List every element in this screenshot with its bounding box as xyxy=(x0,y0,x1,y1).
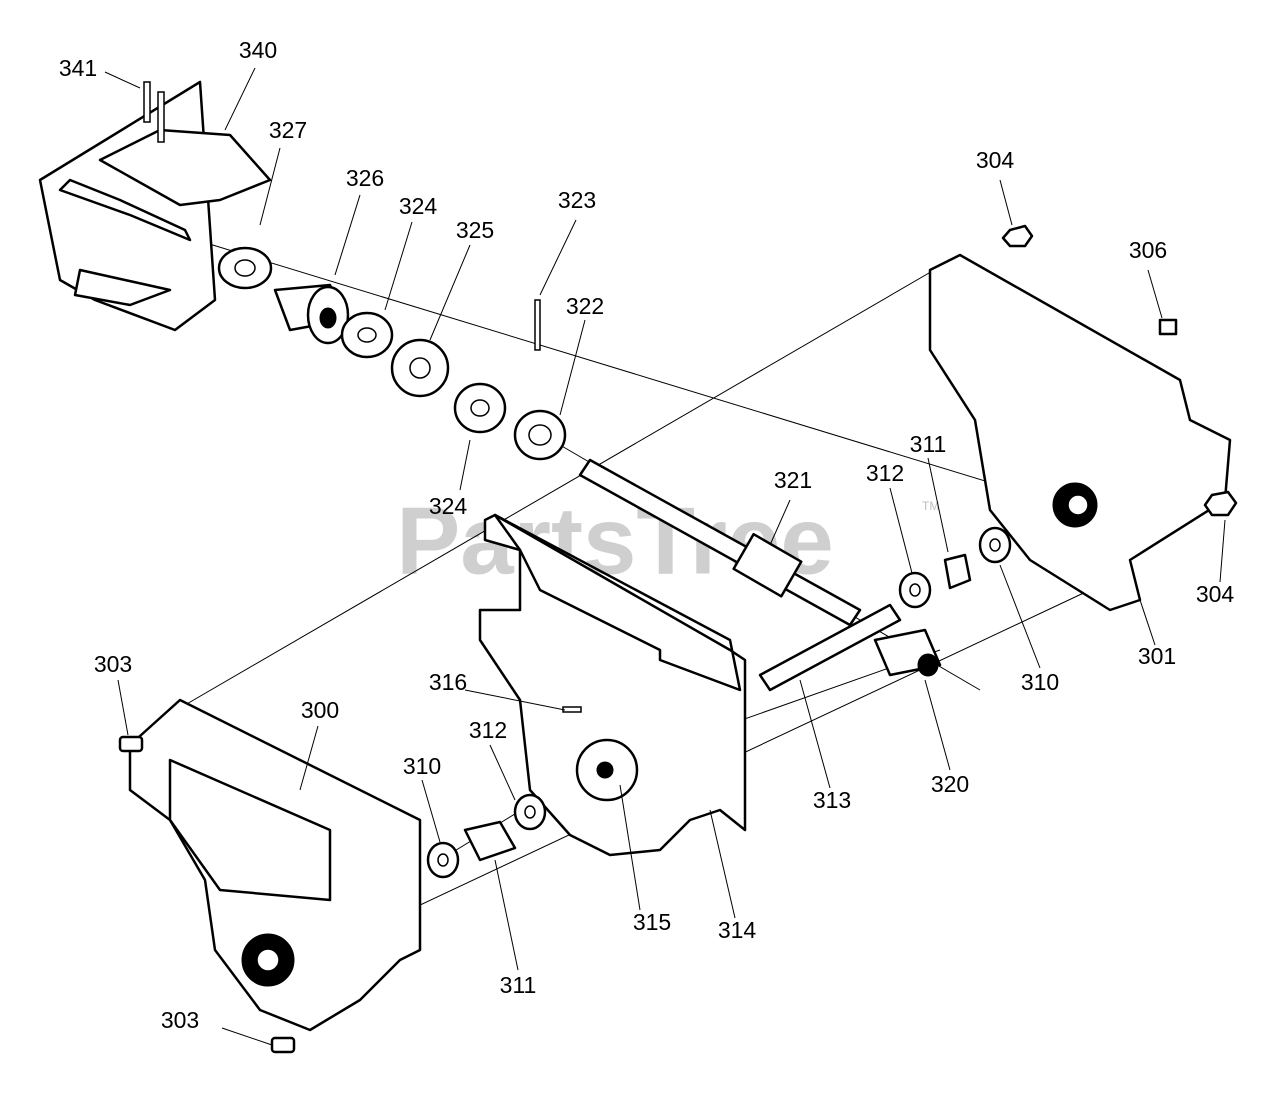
label-313: 313 xyxy=(813,787,851,813)
label-303-top: 303 xyxy=(94,651,132,677)
part-303-bolt-bottom[interactable] xyxy=(270,1036,296,1054)
part-310-washer-right[interactable] xyxy=(978,526,1012,564)
part-313-rod[interactable] xyxy=(758,603,902,692)
label-311-right: 311 xyxy=(910,431,947,457)
label-321: 321 xyxy=(774,467,812,493)
label-324-upper: 324 xyxy=(399,193,438,219)
part-303-bolt-top[interactable] xyxy=(118,735,144,753)
part-340-chute-bracket[interactable] xyxy=(38,80,272,332)
part-316-key[interactable] xyxy=(562,706,582,713)
part-326-bushing[interactable] xyxy=(273,283,350,345)
part-324-washer-upper[interactable] xyxy=(340,311,394,359)
part-327-washer[interactable] xyxy=(217,246,273,290)
watermark-trademark: TM xyxy=(922,499,939,513)
label-315: 315 xyxy=(633,909,671,935)
part-311-bushing-right[interactable] xyxy=(943,553,972,590)
label-300: 300 xyxy=(301,697,339,723)
part-325-bearing[interactable] xyxy=(390,338,450,398)
label-303-bottom: 303 xyxy=(161,1007,199,1033)
part-304-nut-top[interactable] xyxy=(1001,224,1034,248)
label-306: 306 xyxy=(1129,237,1167,263)
label-324-lower: 324 xyxy=(429,493,468,519)
label-304-top: 304 xyxy=(976,147,1015,173)
label-304-right: 304 xyxy=(1196,581,1235,607)
label-311-left: 311 xyxy=(500,972,537,998)
label-310-left: 310 xyxy=(403,753,441,779)
part-301-right-housing[interactable] xyxy=(928,253,1232,612)
leader-lines xyxy=(104,67,1226,1046)
part-321-shaft-spring[interactable] xyxy=(578,458,862,627)
callout-labels: 341 340 327 326 324 325 323 322 324 304 … xyxy=(59,37,1235,1033)
part-311-bushing-left[interactable] xyxy=(463,820,517,862)
label-325: 325 xyxy=(456,217,494,243)
label-327: 327 xyxy=(269,117,307,143)
label-326: 326 xyxy=(346,165,384,191)
label-314: 314 xyxy=(718,917,757,943)
part-310-washer-left[interactable] xyxy=(426,841,460,879)
part-320-bushing[interactable] xyxy=(873,628,942,677)
part-322-collar[interactable] xyxy=(513,409,567,461)
part-304-nut-right[interactable] xyxy=(1203,490,1238,517)
part-300-left-housing[interactable] xyxy=(128,698,422,1032)
label-320: 320 xyxy=(931,771,969,797)
part-312-washer-right[interactable] xyxy=(898,571,932,609)
label-316: 316 xyxy=(429,669,467,695)
label-312-left: 312 xyxy=(469,717,507,743)
part-314-plate[interactable] xyxy=(478,513,747,857)
part-324-washer-lower[interactable] xyxy=(453,382,507,434)
part-323-pin[interactable] xyxy=(534,299,541,351)
label-310-right: 310 xyxy=(1021,669,1059,695)
part-315-gear[interactable] xyxy=(575,738,639,802)
label-340: 340 xyxy=(239,37,277,63)
label-301: 301 xyxy=(1138,643,1176,669)
label-323: 323 xyxy=(558,187,596,213)
label-312-right: 312 xyxy=(866,460,904,486)
label-341: 341 xyxy=(59,55,97,81)
label-322: 322 xyxy=(566,293,604,319)
part-306-bolt[interactable] xyxy=(1158,318,1178,336)
part-312-washer-left[interactable] xyxy=(513,793,547,831)
